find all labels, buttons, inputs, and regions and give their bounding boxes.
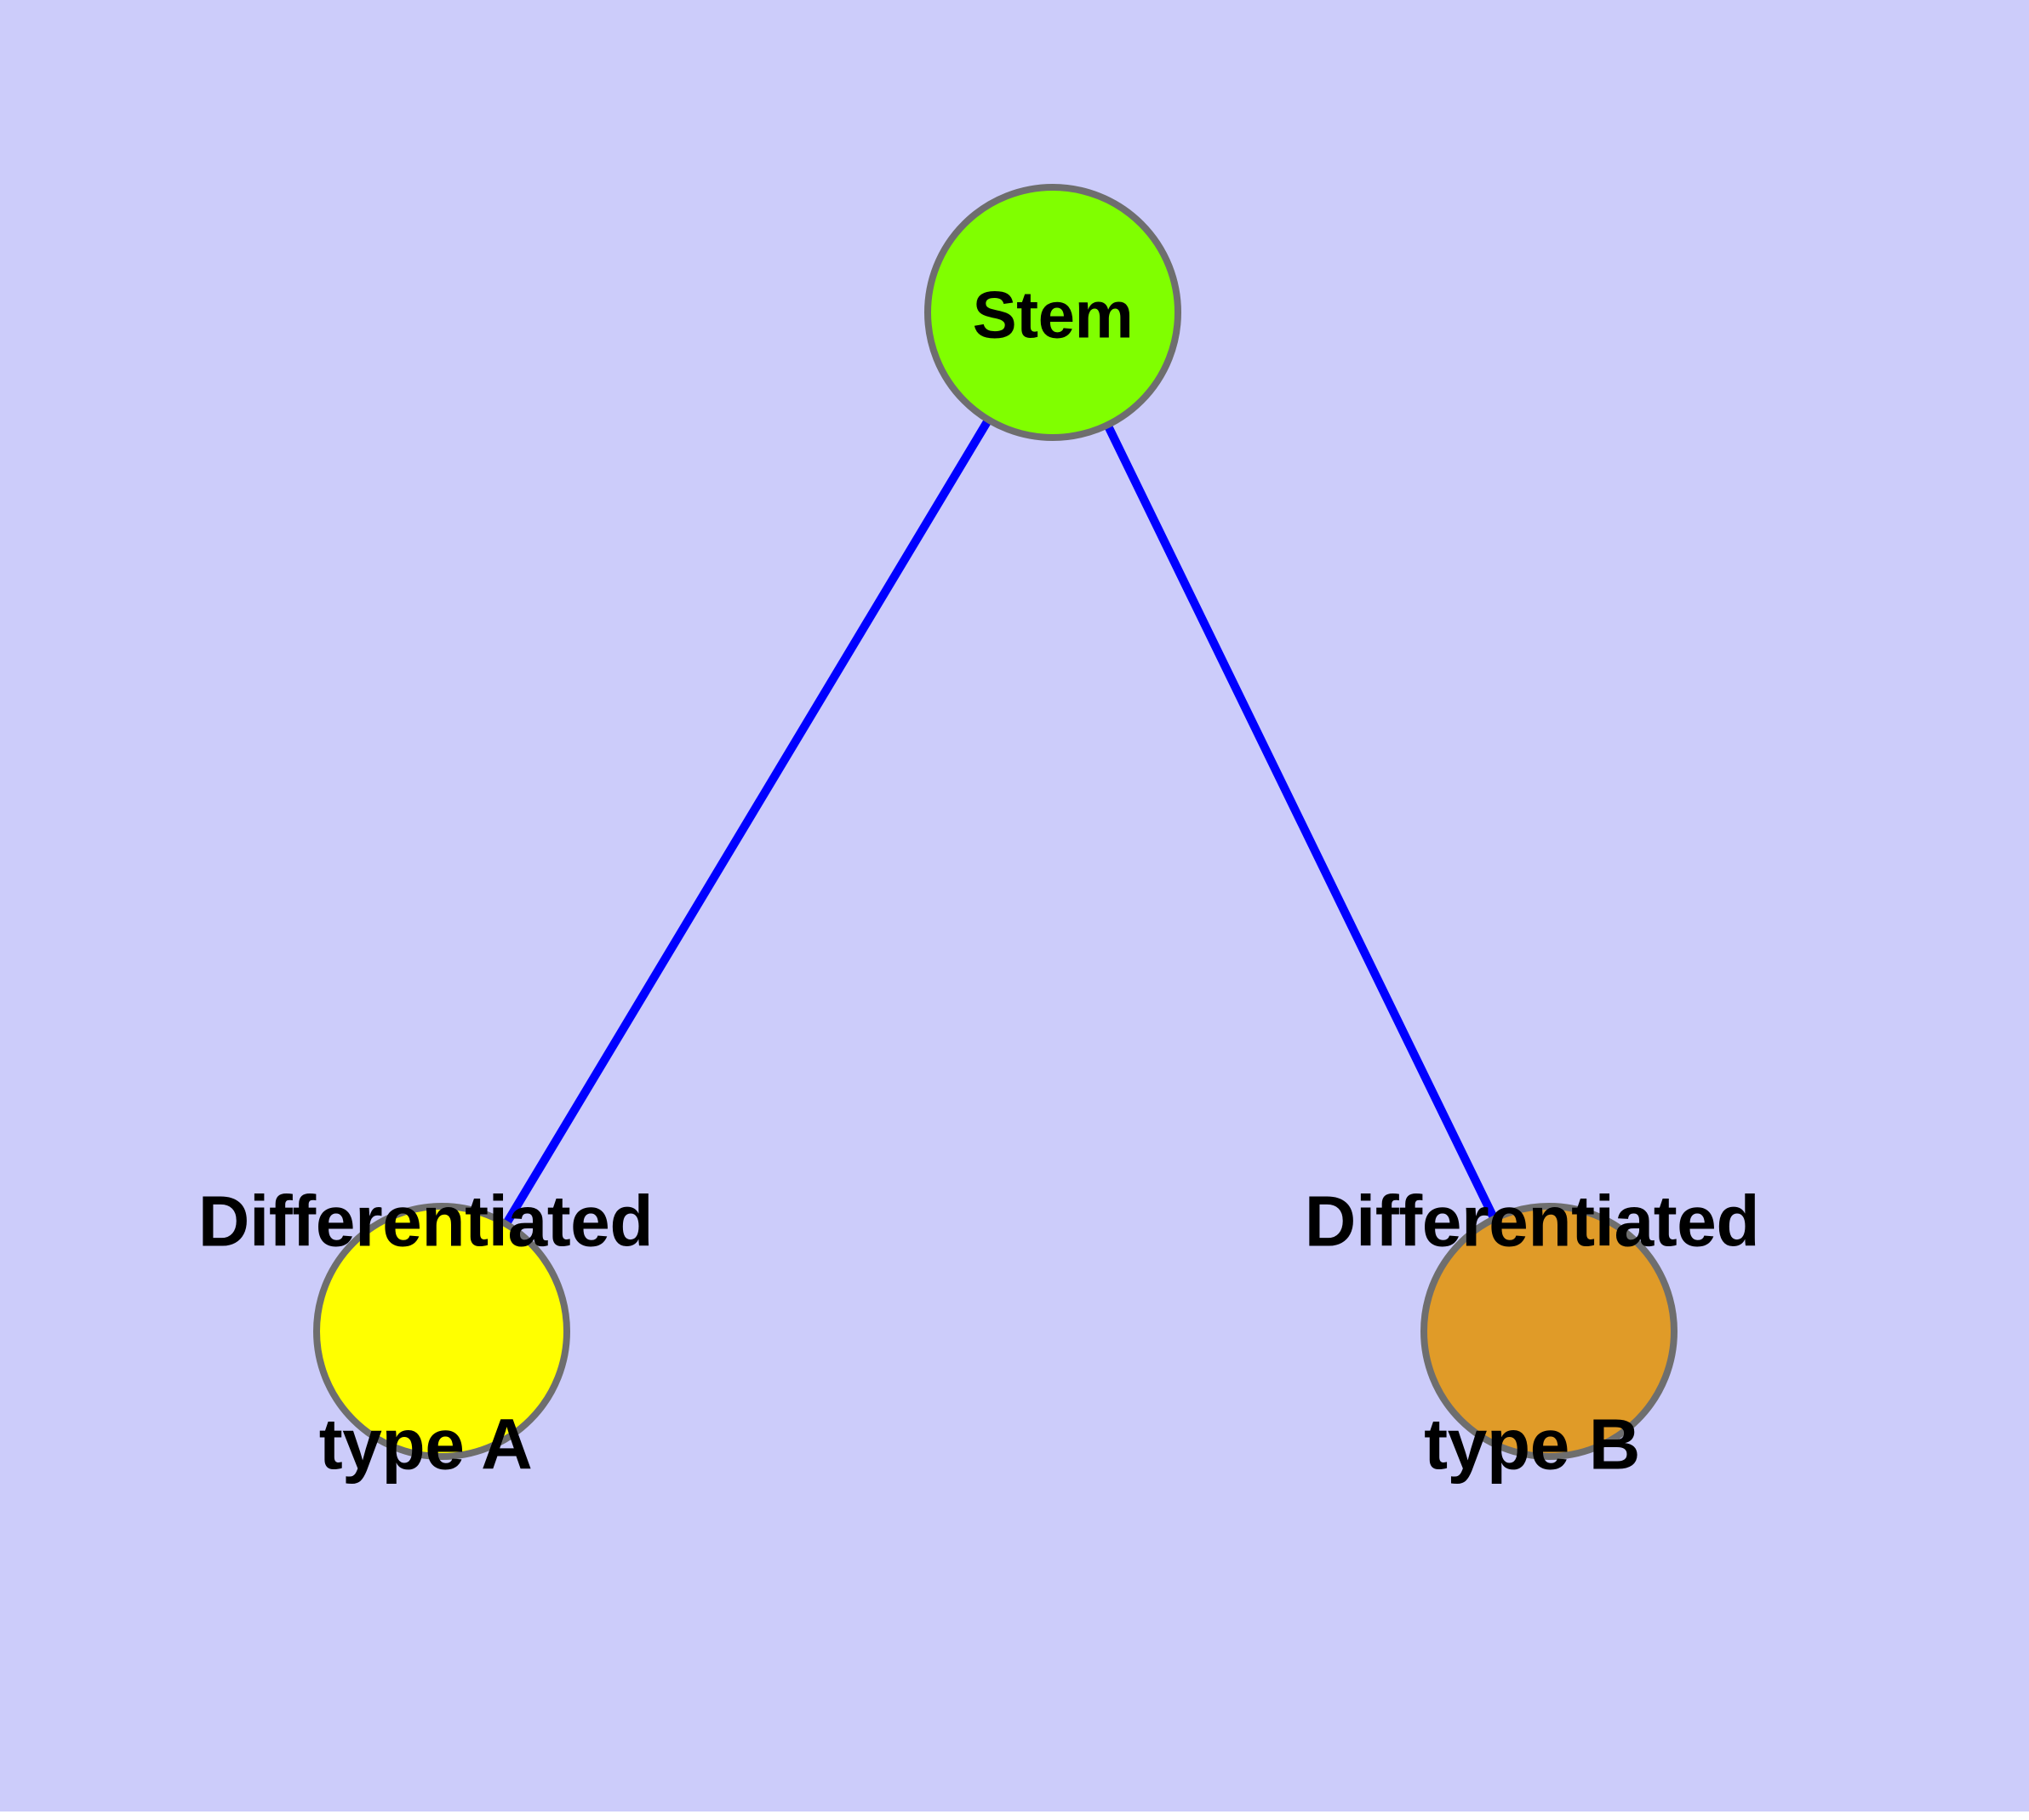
edge-stem-to-diff-a[interactable] bbox=[437, 308, 1057, 1336]
node-layer bbox=[313, 184, 1677, 1460]
edge-stem-to-diff-b[interactable] bbox=[1049, 308, 1553, 1336]
node-differentiated-type-b[interactable] bbox=[1420, 1203, 1677, 1460]
node-differentiated-type-a[interactable] bbox=[313, 1203, 570, 1460]
node-stem[interactable] bbox=[924, 184, 1181, 441]
edge-layer bbox=[437, 308, 1553, 1336]
